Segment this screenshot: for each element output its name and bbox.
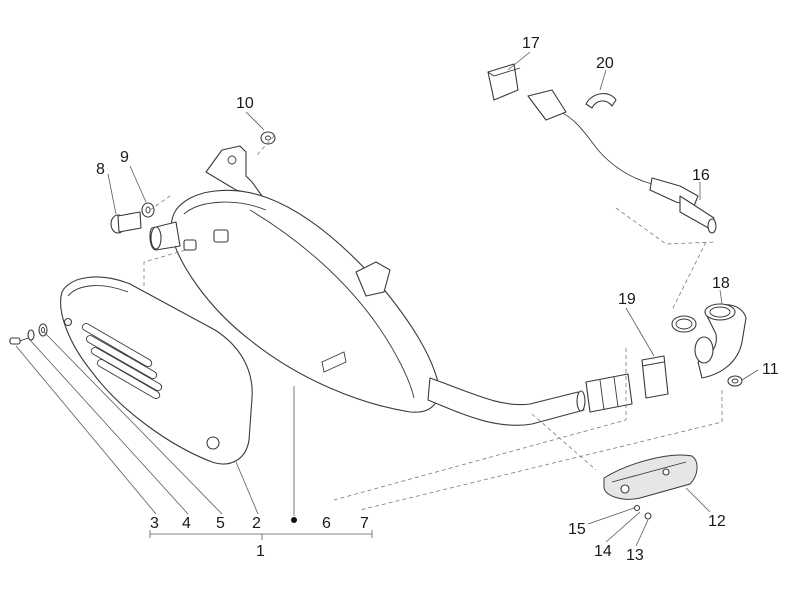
callout-4: 4 [182, 515, 191, 532]
heat-shield [60, 276, 253, 465]
callout-2: 2 [252, 515, 261, 532]
callout-18: 18 [712, 275, 730, 292]
callout-14: 14 [594, 543, 612, 560]
callout-16: 16 [692, 167, 710, 184]
callout-7: 7 [360, 515, 369, 532]
callout-8: 8 [96, 161, 105, 178]
callout-5: 5 [216, 515, 225, 532]
lambda-sensor [527, 89, 717, 234]
callout-9: 9 [120, 149, 129, 166]
washer-9 [141, 202, 155, 218]
callout-13: 13 [626, 547, 644, 564]
reference-dot [291, 517, 297, 523]
leader-lines [15, 51, 759, 547]
bolt-8 [110, 211, 142, 234]
nut-11 [727, 375, 743, 387]
callout-3: 3 [150, 515, 159, 532]
heat-shield-slots [81, 323, 163, 399]
callout-19: 19 [618, 291, 636, 308]
clip-20 [585, 93, 617, 109]
shield-hole-top [63, 317, 73, 327]
callout-17: 17 [522, 35, 540, 52]
sealing-ring-18 [671, 315, 697, 333]
callout-11: 11 [762, 361, 779, 378]
callout-10: 10 [236, 95, 254, 112]
guard-screws-13-15 [633, 504, 652, 520]
shield-hole-bottom [206, 436, 220, 450]
exhaust-pipe [427, 377, 586, 426]
callout-15: 15 [568, 521, 586, 538]
callout-1: 1 [256, 543, 265, 560]
washer-10 [260, 131, 276, 145]
callout-20: 20 [596, 55, 614, 72]
callout-6: 6 [322, 515, 331, 532]
exhaust-guard [603, 454, 698, 500]
manifold-elbow [694, 303, 747, 379]
connector-cap-17 [487, 63, 521, 101]
callout-12: 12 [708, 513, 726, 530]
gasket-19 [641, 355, 669, 399]
shield-screw-set [9, 323, 48, 345]
pipe-clamp [585, 373, 633, 413]
callout-labels: 17 20 10 8 9 16 18 19 11 12 15 14 13 3 4… [96, 35, 779, 564]
muffler-body [149, 145, 440, 413]
